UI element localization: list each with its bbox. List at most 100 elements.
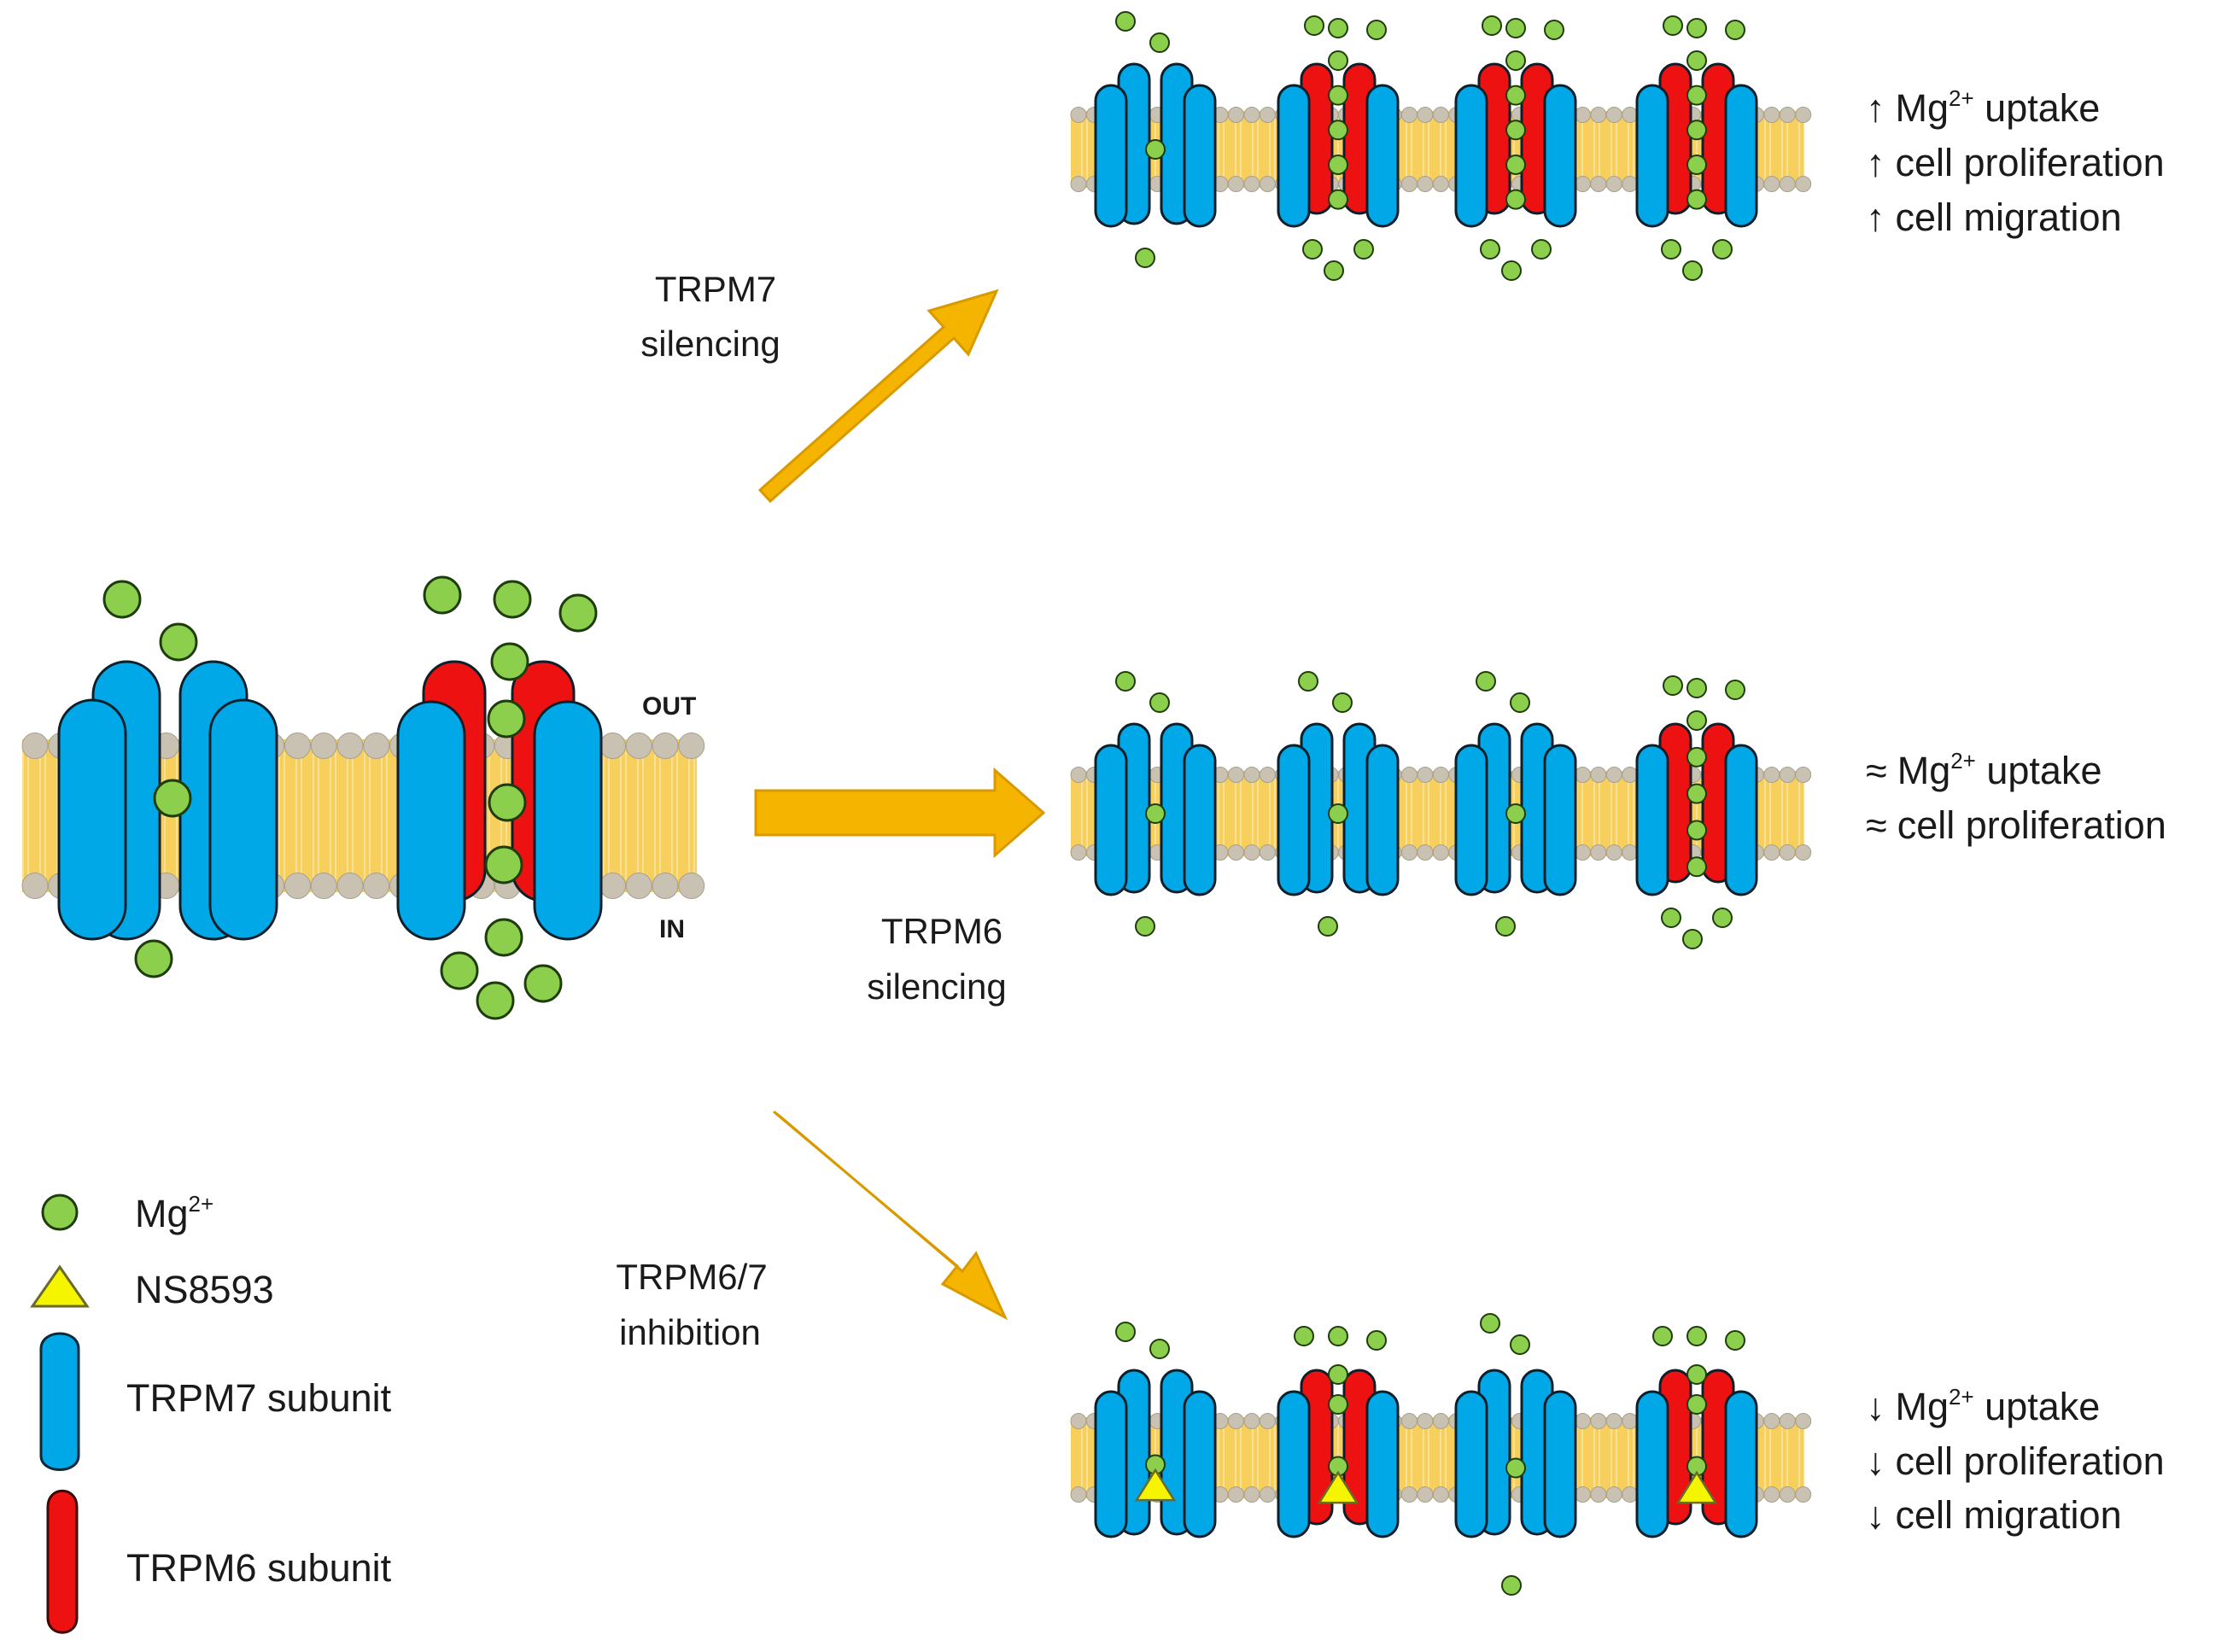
mg-ion <box>1501 260 1522 281</box>
mg-ion <box>423 575 462 615</box>
mg-ion <box>1145 803 1166 824</box>
mg-ion <box>488 783 527 822</box>
effect-bottom-mg-uptake: ↓Mg2+ uptake <box>1866 1384 2100 1428</box>
mg-ion <box>1353 239 1374 260</box>
mg-ion <box>1531 239 1552 260</box>
trpm7-channel <box>1454 671 1577 937</box>
channel-row-trpm6-silenced <box>1070 671 1812 949</box>
mg-ion <box>1686 120 1707 141</box>
mg-ion <box>1652 1326 1673 1346</box>
mg-ion <box>1480 239 1500 260</box>
mg-ion <box>1145 139 1166 160</box>
trpm7-subunit <box>1724 1390 1758 1538</box>
in-label: IN <box>659 915 685 943</box>
arrow-inhibition <box>773 1110 1008 1321</box>
mg-ion <box>1725 1330 1745 1351</box>
mg-ion <box>1115 671 1136 692</box>
out-label: OUT <box>642 692 696 721</box>
mg-ion <box>1482 15 1502 36</box>
trpm7-subunit <box>1543 84 1577 228</box>
mg-ion <box>1328 120 1348 141</box>
trpm7-subunit <box>1543 744 1577 896</box>
trpm7-channel <box>1094 1322 1217 1538</box>
trpm7-subunit <box>1183 84 1217 228</box>
legend-trpm6-label: TRPM6 subunit <box>126 1546 392 1590</box>
mg-ion <box>1505 50 1526 71</box>
trpm7-channel <box>1094 11 1217 268</box>
mg-ion <box>1544 20 1564 40</box>
treatment-trpm6-silencing-line2: silencing <box>867 966 1006 1007</box>
mg-ion <box>1661 239 1681 260</box>
mg-ion <box>1332 692 1353 713</box>
trpm6-7-channel <box>1635 675 1758 949</box>
mg-ion <box>1505 189 1526 210</box>
mg-ion <box>1686 746 1707 768</box>
ns8593-molecule <box>1134 1468 1177 1502</box>
mg-ion <box>1115 11 1136 32</box>
legend-ns8593-label: NS8593 <box>135 1268 274 1311</box>
trpm6-7-channel <box>1454 15 1577 281</box>
mg-ion <box>1328 85 1348 106</box>
mg-ion <box>1328 189 1348 210</box>
mg-ion <box>1298 671 1318 692</box>
mg-ion <box>440 951 479 990</box>
mg-ion <box>487 699 526 738</box>
trpm7-subunit <box>1094 744 1128 896</box>
legend-trpm6-subunit-icon <box>46 1489 79 1634</box>
trpm7-subunit <box>208 698 278 941</box>
mg-ion <box>490 642 529 681</box>
trpm7-subunit <box>1454 84 1488 228</box>
mg-ion <box>484 918 523 957</box>
mg-ion <box>134 939 173 978</box>
trpm7-subunit <box>396 700 466 941</box>
mg-ion <box>1686 1326 1707 1346</box>
mg-ion <box>1686 1364 1707 1385</box>
mg-ion <box>1476 671 1496 692</box>
channel-row-inhibited <box>1070 1313 1812 1596</box>
mg-ion <box>1328 1364 1348 1385</box>
mg-ion <box>484 845 523 884</box>
trpm7-subunit <box>1454 744 1488 896</box>
treatment-trpm7-silencing-line1: TRPM7 <box>655 269 776 309</box>
trpm6-7-channel <box>1635 15 1758 281</box>
trpm6-7-channel <box>1635 1326 1758 1538</box>
legend: Mg2+ NS8593 TRPM7 subunit TRPM6 subunit <box>30 1191 392 1634</box>
mg-ion <box>1686 820 1707 841</box>
treatment-inhibition-line1: TRPM6/7 <box>616 1257 767 1297</box>
mg-ion <box>1328 18 1348 38</box>
trpm7-channel <box>57 580 278 978</box>
mg-ion <box>1725 20 1745 40</box>
effect-top-proliferation: ↑cell proliferation <box>1866 141 2165 184</box>
mg-ion <box>1686 1394 1707 1415</box>
mg-ion <box>493 580 532 619</box>
mg-ion <box>1149 32 1170 53</box>
mg-ion <box>1686 85 1707 106</box>
treatment-trpm6-silencing-line1: TRPM6 <box>881 911 1003 951</box>
mg-ion <box>1328 803 1348 824</box>
effects-top: ↑Mg2+ uptake ↑cell proliferation ↑cell m… <box>1866 85 2165 239</box>
mg-ion <box>1328 50 1348 71</box>
trpm7-subunit <box>1635 744 1669 896</box>
trpm7-subunit <box>1365 744 1400 896</box>
legend-ns8593-icon <box>30 1264 90 1308</box>
effect-top-migration: ↑cell migration <box>1866 196 2122 239</box>
trpm7-subunit <box>1094 84 1128 228</box>
trpm6-7-channel <box>396 575 603 1020</box>
treatment-inhibition-line2: inhibition <box>619 1312 761 1352</box>
trpm7-subunit <box>1277 1390 1311 1538</box>
trpm7-subunit <box>1635 84 1669 228</box>
mg-ion <box>1686 189 1707 210</box>
mg-ion <box>1318 916 1338 937</box>
trpm7-channel <box>1277 671 1400 937</box>
mg-ion <box>1149 692 1170 713</box>
trpm6-7-channel <box>1277 15 1400 281</box>
arrow-trpm6-silencing <box>754 767 1046 859</box>
mg-ion <box>1135 248 1155 268</box>
legend-trpm7-subunit-icon <box>39 1332 80 1471</box>
legend-mg-ion-icon <box>41 1194 79 1231</box>
initial-membrane-channels <box>21 575 705 1020</box>
effects-bottom: ↓Mg2+ uptake ↓cell proliferation ↓cell m… <box>1866 1384 2165 1537</box>
trpm7-subunit <box>1454 1390 1488 1538</box>
trpm7-channel <box>1094 671 1217 937</box>
